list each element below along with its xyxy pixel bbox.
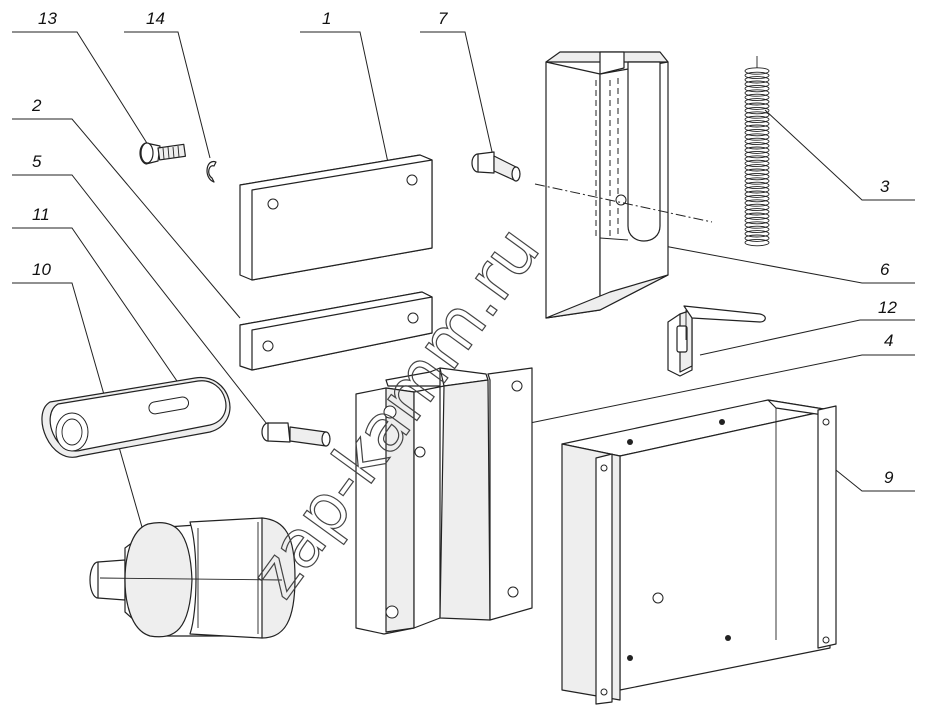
spring-coil — [744, 89, 770, 97]
spring-coil — [744, 76, 770, 84]
callout-14: 14 — [146, 9, 165, 28]
leader-11 — [12, 227, 191, 401]
spring-coil — [744, 238, 770, 247]
leader-14 — [124, 31, 211, 159]
callout-9: 9 — [884, 468, 894, 487]
callout-6: 6 — [880, 260, 890, 279]
leader-12 — [699, 319, 915, 356]
leader-5 — [12, 174, 271, 429]
spring-coil — [744, 181, 770, 190]
spring-coil — [744, 168, 770, 176]
part-3-spring — [744, 56, 770, 247]
part-7-pin — [471, 151, 521, 182]
spring-coil — [744, 230, 770, 238]
spring-coil — [744, 115, 770, 124]
leader-6 — [631, 239, 915, 284]
part-14-snap-ring — [206, 160, 217, 183]
spring-coil — [744, 194, 770, 203]
callout-5: 5 — [32, 152, 42, 171]
spring-coil — [744, 111, 770, 119]
spring-coil — [744, 124, 770, 132]
leader-10 — [12, 282, 151, 556]
spring-coil — [744, 199, 770, 207]
spring-coil — [744, 216, 770, 225]
spring-coil — [744, 67, 770, 75]
spring-coil — [744, 71, 770, 80]
leader-3 — [764, 109, 915, 201]
spring-coil — [744, 137, 770, 146]
spring-coil — [744, 212, 770, 220]
spring-coil — [744, 150, 770, 159]
spring-coil — [744, 80, 770, 88]
part-10-roller — [89, 517, 296, 639]
spring-coil — [744, 146, 770, 154]
spring-coil — [744, 234, 770, 242]
part-2-bar — [239, 291, 433, 371]
spring-coil — [744, 186, 770, 194]
spring-coil — [744, 221, 770, 229]
callout-12: 12 — [878, 298, 897, 317]
spring-coil — [744, 164, 770, 172]
spring-coil — [744, 84, 770, 93]
callout-7: 7 — [438, 9, 448, 28]
spring-coil — [744, 106, 770, 115]
spring-coil — [744, 208, 770, 216]
part-1-plate — [239, 154, 433, 281]
spring-coil — [744, 128, 770, 137]
leader-13 — [12, 31, 151, 149]
spring-coil — [744, 203, 770, 212]
part-12-clip — [667, 305, 766, 377]
callout-2: 2 — [31, 96, 42, 115]
callout-3: 3 — [880, 177, 890, 196]
part-11-link — [41, 377, 231, 458]
leader-1 — [300, 31, 391, 173]
spring-coil — [744, 177, 770, 185]
part-5-pin — [261, 422, 331, 447]
spring-coil — [744, 172, 770, 181]
leader-7 — [420, 31, 496, 166]
spring-coil — [744, 225, 770, 234]
leader-2 — [12, 118, 241, 319]
spring-coil — [744, 155, 770, 163]
callout-11: 11 — [32, 205, 50, 224]
callout-4: 4 — [884, 331, 893, 350]
spring-coil — [744, 98, 770, 106]
part-9-channel — [561, 399, 837, 705]
spring-coil — [744, 120, 770, 128]
callout-1: 1 — [322, 9, 331, 28]
spring-coil — [744, 142, 770, 150]
callout-labels: 13 14 1 7 2 5 11 10 3 6 12 4 9 — [31, 9, 897, 487]
leader-lines — [12, 31, 915, 556]
part-6-slotted-block — [534, 51, 713, 319]
spring-coil — [744, 102, 770, 110]
spring-coil — [744, 159, 770, 168]
callout-13: 13 — [38, 9, 57, 28]
spring-coil — [744, 93, 770, 102]
spring-coil — [744, 190, 770, 198]
part-4-bracket — [355, 367, 533, 635]
leader-4 — [529, 354, 915, 424]
spring-coil — [744, 133, 770, 141]
callout-10: 10 — [32, 260, 51, 279]
part-13-screw — [139, 142, 187, 165]
